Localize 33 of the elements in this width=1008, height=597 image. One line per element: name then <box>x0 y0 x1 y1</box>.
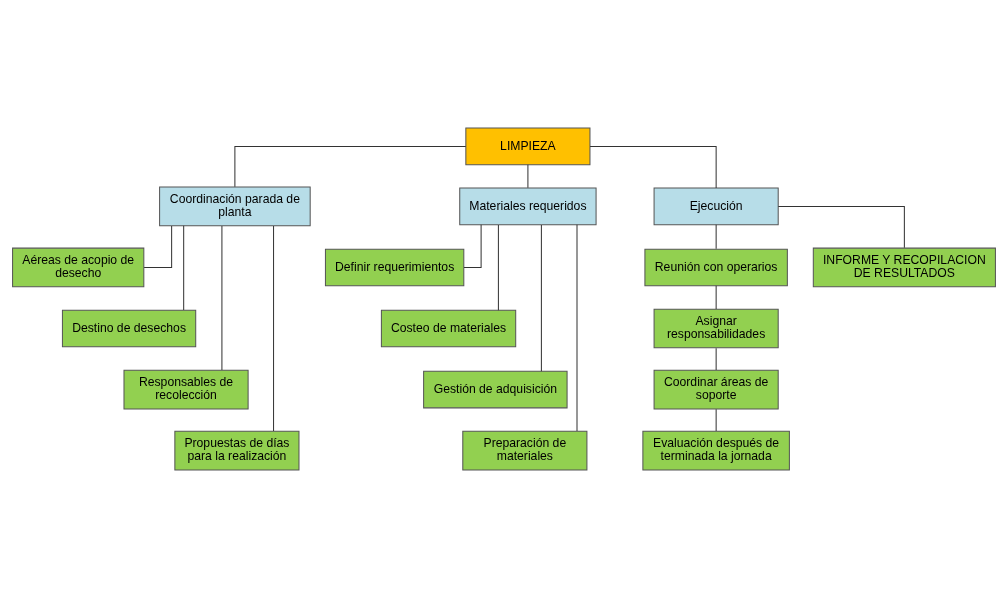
connector <box>715 408 717 431</box>
node-box: Reunión con operarios <box>644 248 788 286</box>
connector <box>234 145 467 187</box>
node-box: Destino de desechos <box>61 309 197 347</box>
node-box: LIMPIEZA <box>465 127 591 165</box>
connector <box>715 347 717 370</box>
connector <box>497 223 499 311</box>
node-box: Materiales requeridos <box>459 187 597 225</box>
connector <box>527 163 529 188</box>
node-box: INFORME Y RECOPILACION DE RESULTADOS <box>812 247 996 287</box>
connector <box>183 224 185 311</box>
node-box: Evaluación después de terminada la jornada <box>642 430 790 470</box>
node-box: Propuestas de días para la realización <box>174 430 300 470</box>
connector <box>463 223 482 268</box>
connector <box>715 223 717 249</box>
connector <box>143 225 173 268</box>
node-box: Aéreas de acopio de desecho <box>12 247 145 287</box>
node-box: Preparación de materiales <box>462 430 588 470</box>
node-box: Coordinar áreas de soporte <box>653 369 779 409</box>
connector <box>221 225 223 371</box>
connector <box>273 224 275 431</box>
connector <box>715 284 717 309</box>
connector <box>576 223 578 431</box>
connector <box>589 145 717 189</box>
node-box: Ejecución <box>653 187 779 225</box>
connector <box>777 205 905 248</box>
node-box: Coordinación parada de planta <box>159 186 311 226</box>
node-box: Responsables de recolección <box>123 369 249 409</box>
node-box: Definir requerimientos <box>324 248 465 286</box>
node-box: Gestión de adquisición <box>423 370 568 408</box>
connector <box>540 223 542 372</box>
node-box: Asignar responsabilidades <box>653 308 779 348</box>
node-box: Costeo de materiales <box>380 309 517 347</box>
